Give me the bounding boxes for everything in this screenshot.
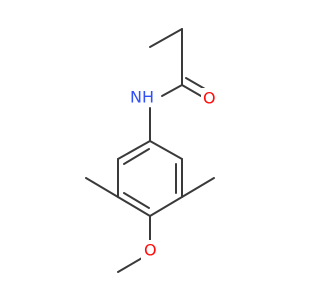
bond-ring-inner-bottom-left <box>123 192 150 209</box>
atom-o-carbonyl-label: O <box>203 89 216 108</box>
bond-carbonyl-c-n <box>161 84 183 97</box>
bond-carbonyl-double-a <box>181 84 202 97</box>
bond-ethyl-ch3-ch2 <box>149 28 183 48</box>
bond-methyl-right <box>181 177 215 198</box>
bond-o-methyl <box>117 257 143 273</box>
atom-nh: NH <box>129 87 157 107</box>
atom-o-methoxy: O <box>141 240 159 260</box>
bond-methyl-left <box>85 177 119 198</box>
bond-ring-c1-c2 <box>149 140 183 160</box>
bond-ring-c4-c5 <box>117 196 151 217</box>
bond-ring-inner-top-left <box>123 148 150 165</box>
atom-o-carbonyl: O <box>201 88 217 108</box>
molecule-canvas: NH O O <box>85 28 217 273</box>
bond-ring-c6-c1 <box>117 140 151 160</box>
atom-nh-label: NH <box>130 88 154 107</box>
molecule-structure: NH O O <box>85 28 217 273</box>
bond-carbonyl-double-b <box>185 77 206 90</box>
atom-o-methoxy-label: O <box>144 241 157 260</box>
bond-ring-c3-c4 <box>149 196 183 217</box>
